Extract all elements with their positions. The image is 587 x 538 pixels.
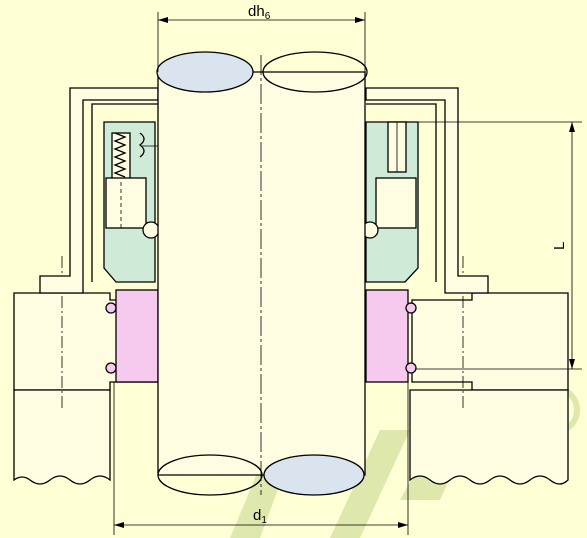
gland-plate-right: [365, 87, 489, 294]
dimension-dh6: [157, 12, 366, 72]
dimension-l-label: L: [551, 242, 568, 250]
shaft: [156, 51, 368, 496]
seal-head-left: [103, 121, 168, 283]
dimension-d1: [113, 382, 409, 535]
seal-head-right: [361, 121, 419, 283]
stationary-seat-right: [365, 289, 417, 383]
dimension-d1-label: d1: [253, 507, 267, 526]
dimension-dh6-label: dh6: [248, 3, 271, 22]
housing-right: [409, 256, 569, 485]
stationary-seat-left: [105, 289, 159, 383]
dimension-l: [400, 121, 582, 370]
